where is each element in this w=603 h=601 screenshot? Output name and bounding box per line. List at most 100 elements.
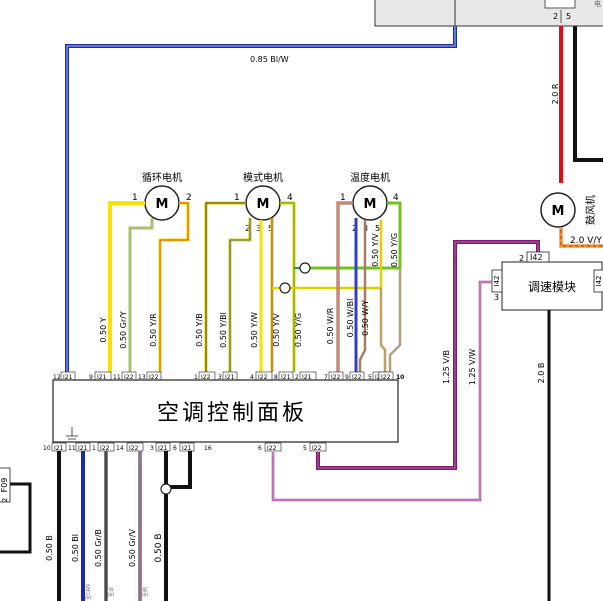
i42-top-conn: I42 xyxy=(530,253,543,262)
blower-motor-letter: M xyxy=(552,204,565,219)
wire-temp-y-g xyxy=(305,201,402,270)
svg-text:M: M xyxy=(257,197,270,212)
wire-label-2b: 2.0 B xyxy=(537,363,546,384)
svg-text:I22: I22 xyxy=(129,445,139,452)
svg-text:4: 4 xyxy=(250,374,254,381)
wire-label-bottom-b-2: 0.50 B xyxy=(154,533,164,562)
svg-text:1: 1 xyxy=(92,445,96,452)
wire-v-b-stripe xyxy=(317,241,539,469)
svg-text:3: 3 xyxy=(256,224,261,233)
f09-conn: F09 xyxy=(0,478,9,493)
wire-temp-y-g-down xyxy=(388,268,402,372)
wire-temp-y-v-down xyxy=(379,288,387,372)
svg-text:9: 9 xyxy=(345,374,349,381)
svg-text:9: 9 xyxy=(89,374,93,381)
circulation-motor: 循环电机 M 1 2 xyxy=(132,171,192,221)
svg-text:I22: I22 xyxy=(124,374,134,381)
control-panel-box xyxy=(52,379,399,443)
wire-w-y xyxy=(358,220,367,372)
svg-text:I21: I21 xyxy=(225,374,235,381)
wire-label-y-b: 0.50 Y/B xyxy=(195,313,204,346)
svg-text:I22: I22 xyxy=(258,374,268,381)
svg-text:I22: I22 xyxy=(149,374,159,381)
wire-tail-gr-b: 至诊 xyxy=(108,587,115,597)
svg-text:13: 13 xyxy=(138,374,146,381)
wire-y-r-stripe xyxy=(159,202,189,372)
i42-left-pin: 3 xyxy=(494,293,499,302)
i42-left-conn: I42 xyxy=(493,276,501,287)
relay-edge-text: 电 器 xyxy=(594,0,603,8)
svg-text:10: 10 xyxy=(396,374,404,381)
wire-label-w-bl: 0.50 W/Bl xyxy=(346,299,355,338)
wire-v-w-stripe xyxy=(272,281,492,501)
junction-node-3 xyxy=(160,483,172,495)
svg-text:6: 6 xyxy=(258,445,262,452)
wire-gr-y xyxy=(128,218,154,372)
svg-text:I22: I22 xyxy=(312,445,322,452)
temperature-motor-pin-4: 4 xyxy=(393,193,399,203)
wire-y-b-stripe xyxy=(205,202,246,372)
svg-text:M: M xyxy=(364,197,377,212)
wire-label-v-b: 1.25 V/B xyxy=(442,350,451,384)
wire-label-2v-y: 2.0 V/Y xyxy=(570,236,602,246)
wire-label-bottom-gr-b: 0.50 Gr/B xyxy=(94,529,103,567)
circulation-motor-label: 循环电机 xyxy=(142,171,182,184)
wire-label-bottom-gr-v: 0.50 Gr/V xyxy=(128,528,137,567)
svg-text:11: 11 xyxy=(113,374,121,381)
wire-y-r xyxy=(158,201,190,372)
relay-pin-2: 2 xyxy=(553,12,558,21)
svg-text:I22: I22 xyxy=(100,445,110,452)
wire-label-y: 0.50 Y xyxy=(99,317,108,342)
i42-top-pin: 2 xyxy=(519,254,524,263)
wire-tail-gr-v: 至照 xyxy=(143,587,149,597)
wire-2v-y-stripe xyxy=(560,227,603,247)
wire-label-temp-y-g: 0.50 Y/G xyxy=(390,233,399,267)
mode-motor-label: 模式电机 xyxy=(243,171,283,184)
junction-node-2 xyxy=(279,282,291,294)
mode-motor-pin-1: 1 xyxy=(234,193,240,203)
svg-text:I21: I21 xyxy=(78,445,88,452)
wire-label-w-y: 0.50 W/Y xyxy=(361,300,370,336)
svg-text:I21: I21 xyxy=(281,374,291,381)
svg-text:2: 2 xyxy=(295,374,299,381)
i42-right-conn: I42 xyxy=(595,276,603,287)
svg-text:5: 5 xyxy=(368,374,372,381)
svg-text:12: 12 xyxy=(53,374,61,381)
svg-text:I21: I21 xyxy=(54,445,64,452)
wire-label-y-v: 0.50 Y/V xyxy=(272,313,281,347)
speed-module-box xyxy=(501,261,603,311)
wire-y-bl xyxy=(228,218,252,372)
wire-bottom-b-join xyxy=(166,451,192,489)
wire-y-bl-stripe xyxy=(229,218,251,372)
wire-label-2r: 2.0 R xyxy=(551,83,560,104)
svg-text:5: 5 xyxy=(303,445,307,452)
svg-text:16: 16 xyxy=(204,445,212,452)
wire-f09 xyxy=(0,482,32,554)
junction-node-1 xyxy=(299,262,311,274)
svg-text:I22: I22 xyxy=(331,374,341,381)
i42-right-connector xyxy=(593,269,603,293)
wire-label-v-w: 1.25 V/W xyxy=(468,349,477,386)
svg-text:I22: I22 xyxy=(352,374,362,381)
wire-label-y-r: 0.50 Y/R xyxy=(149,313,158,347)
relay-pin-5: 5 xyxy=(566,12,571,21)
svg-text:10: 10 xyxy=(43,445,51,452)
svg-text:7: 7 xyxy=(324,374,328,381)
svg-text:I21: I21 xyxy=(158,445,168,452)
wire-right-black-top xyxy=(573,26,603,162)
wire-y xyxy=(108,201,145,372)
svg-text:5: 5 xyxy=(375,224,380,233)
temperature-motor-pin-1: 1 xyxy=(340,193,346,203)
wire-label-bl-w: 0.85 Bl/W xyxy=(250,55,289,64)
wire-y-g-stripe xyxy=(280,202,295,372)
svg-text:I22: I22 xyxy=(267,445,277,452)
ground-icon xyxy=(66,427,78,443)
svg-text:I22: I22 xyxy=(381,374,391,381)
svg-text:11: 11 xyxy=(68,445,76,452)
svg-text:I22: I22 xyxy=(201,374,211,381)
svg-text:8: 8 xyxy=(274,374,278,381)
svg-text:14: 14 xyxy=(116,445,124,452)
